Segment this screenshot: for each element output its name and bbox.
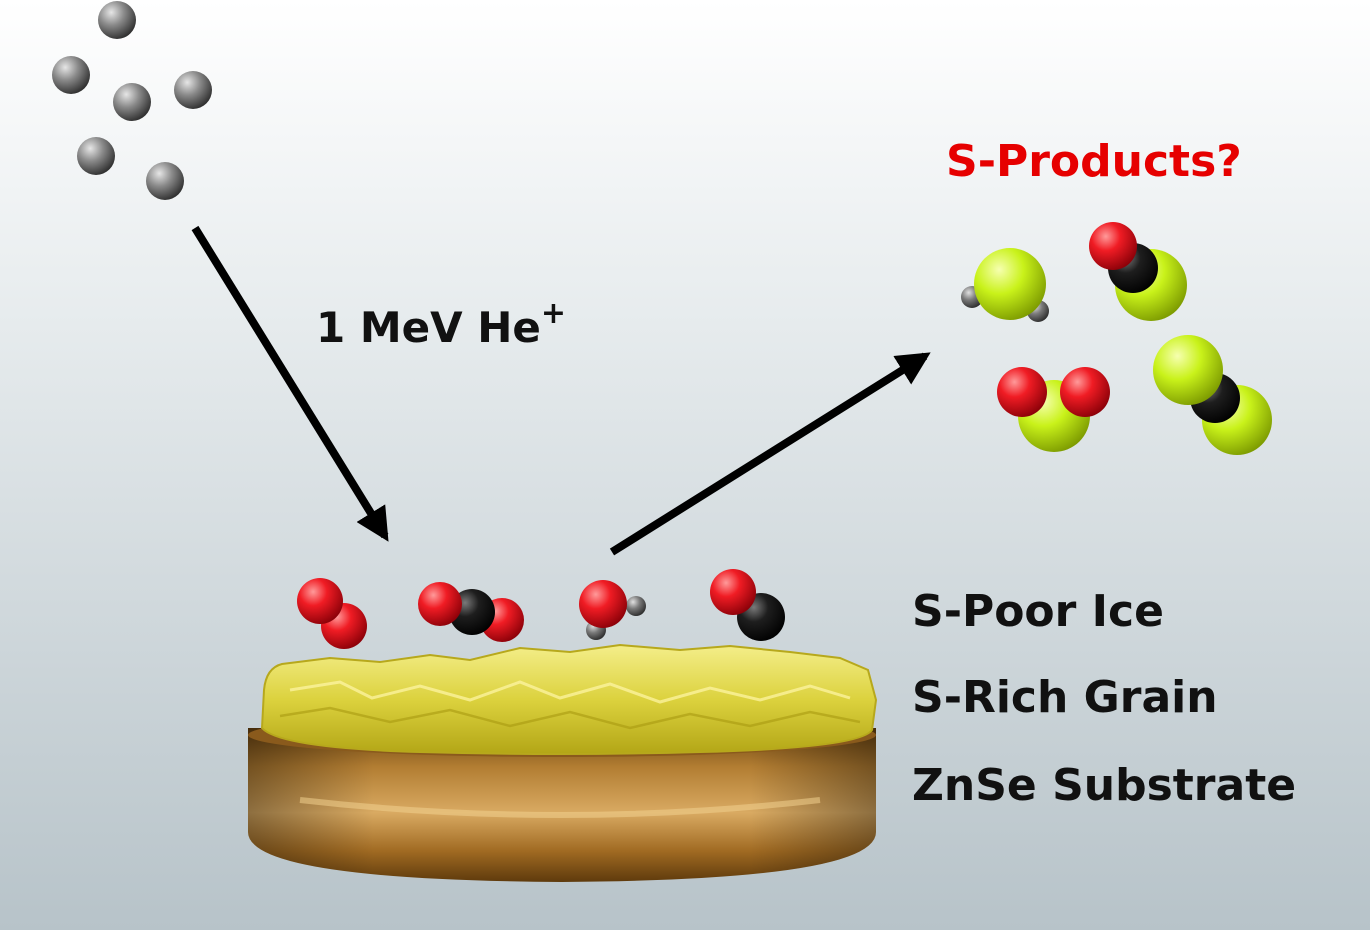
co-molecule-icon (710, 569, 785, 641)
beam-label-text: 1 MeV He (316, 303, 541, 352)
ocs-molecule-icon (1089, 222, 1187, 321)
helium-ion-icon (146, 162, 184, 200)
products-label: S-Products? (946, 136, 1242, 187)
helium-ion-icon (98, 1, 136, 39)
layer-label-substrate: ZnSe Substrate (912, 760, 1297, 811)
sulfur-rich-grain (260, 643, 878, 755)
helium-ion-icon (52, 56, 90, 94)
h2s-molecule-icon (961, 248, 1049, 322)
layer-label-ice: S-Poor Ice (912, 586, 1164, 637)
o2-molecule-icon (297, 578, 367, 649)
beam-label: 1 MeV He+ (316, 296, 566, 352)
incident-beam-arrow (191, 225, 389, 542)
so2-molecule-icon (997, 367, 1110, 452)
helium-ion-icon (174, 71, 212, 109)
helium-ion-group (52, 1, 212, 200)
desorption-arrow (609, 352, 931, 556)
helium-ion-icon (113, 83, 151, 121)
co2-molecule-icon (418, 582, 524, 642)
cs2-molecule-icon (1153, 335, 1272, 455)
h2o-molecule-icon (579, 580, 646, 640)
beam-charge: + (540, 296, 567, 331)
layer-label-grain: S-Rich Grain (912, 672, 1218, 723)
helium-ion-icon (77, 137, 115, 175)
znse-substrate (248, 713, 876, 882)
